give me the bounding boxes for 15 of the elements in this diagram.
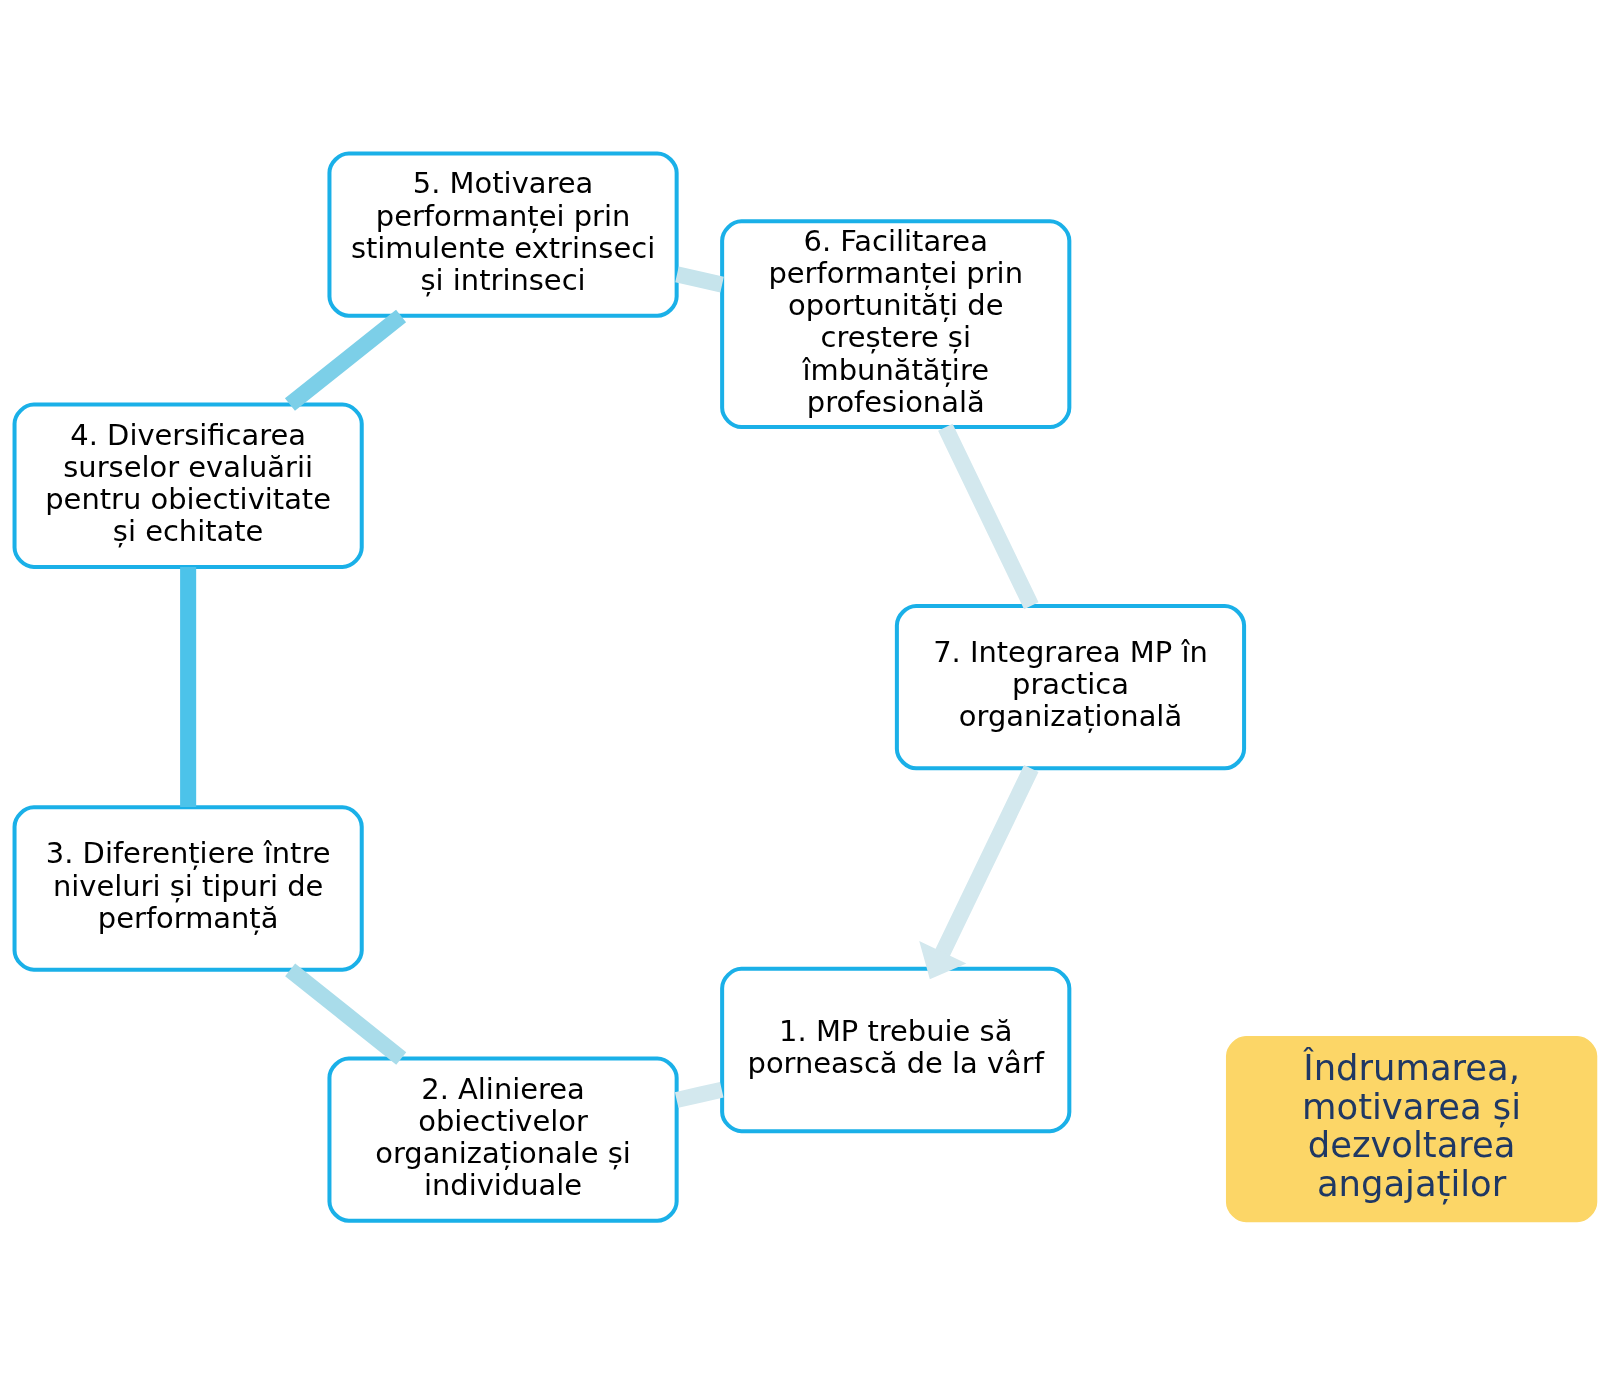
node-box: 1. MP trebuie să pornească de la vârf: [720, 966, 1072, 1134]
node-box: 3. Diferențiere între niveluri și tipuri de performanță: [12, 805, 364, 972]
arrow: [919, 765, 1039, 980]
connector: [180, 567, 197, 807]
connector: [938, 423, 1039, 610]
node-box: 2. Alinierea obiectivelor organizaționale și individuale: [327, 1056, 679, 1223]
connector: [285, 963, 407, 1065]
connector: [674, 1081, 724, 1108]
node-box: 5. Motivarea performanței prin stimulente extrinseci și intrinseci: [327, 151, 679, 318]
node-box: Îndrumarea, motivarea și dezvoltarea angajaților: [1225, 1035, 1598, 1223]
connector: [675, 266, 724, 293]
node-box: 6. Facilitarea performanței prin oportunități de creștere și îmbunătățire profesională: [720, 219, 1072, 430]
node-box: 4. Diversificarea surselor evaluării pentru obiectivitate și echitate: [12, 402, 364, 569]
connector: [284, 309, 407, 411]
node-box: 7. Integrarea MP în practica organizațională: [894, 603, 1247, 771]
